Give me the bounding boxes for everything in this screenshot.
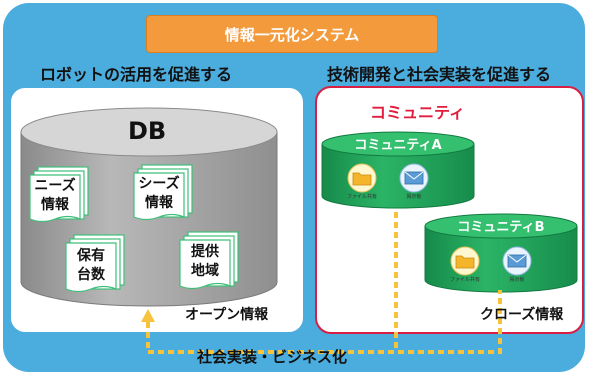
file-share-icon	[347, 163, 377, 193]
file-share-icon	[450, 246, 480, 276]
community-a-label: コミュニティA	[354, 138, 442, 153]
dotted-connection-line	[146, 212, 502, 354]
system-title: 情報一元化システム	[224, 25, 360, 44]
db-label: DB	[128, 117, 167, 145]
left-heading: ロボットの活用を促進する	[40, 65, 233, 84]
social-implementation-label: 社会実装・ビジネス化	[197, 348, 348, 366]
bulletin-board-icon	[399, 163, 429, 193]
doc-stack-needs	[29, 166, 89, 223]
arrow-up-icon	[141, 309, 155, 322]
doc-stack-seeds	[133, 164, 193, 221]
open-info-caption: オープン情報	[185, 307, 269, 323]
bulletin-board-icon	[502, 246, 532, 276]
doc-label-needs: ニーズ情報	[34, 178, 76, 213]
doc-stack-region	[179, 231, 239, 290]
closed-info-caption: クローズ情報	[480, 307, 564, 323]
doc-label-region: 提供地域	[191, 244, 219, 279]
bulletin-board-caption: 掲示板	[509, 277, 525, 283]
community-b-cylinder	[424, 213, 578, 293]
community-title: コミュニティ	[370, 103, 466, 122]
community-panel	[315, 86, 584, 334]
doc-label-seeds: シーズ情報	[138, 176, 180, 211]
bulletin-board-caption: 掲示板	[406, 194, 422, 200]
doc-label-owned: 保有台数	[77, 248, 105, 283]
doc-stack-owned	[65, 234, 125, 293]
right-heading: 技術開発と社会実装を促進する	[327, 65, 552, 84]
file-share-caption: ファイル共有	[449, 277, 480, 283]
community-b-label: コミュニティB	[457, 220, 545, 235]
system-title-box: 情報一元化システム	[146, 15, 438, 53]
file-share-caption: ファイル共有	[346, 194, 377, 200]
